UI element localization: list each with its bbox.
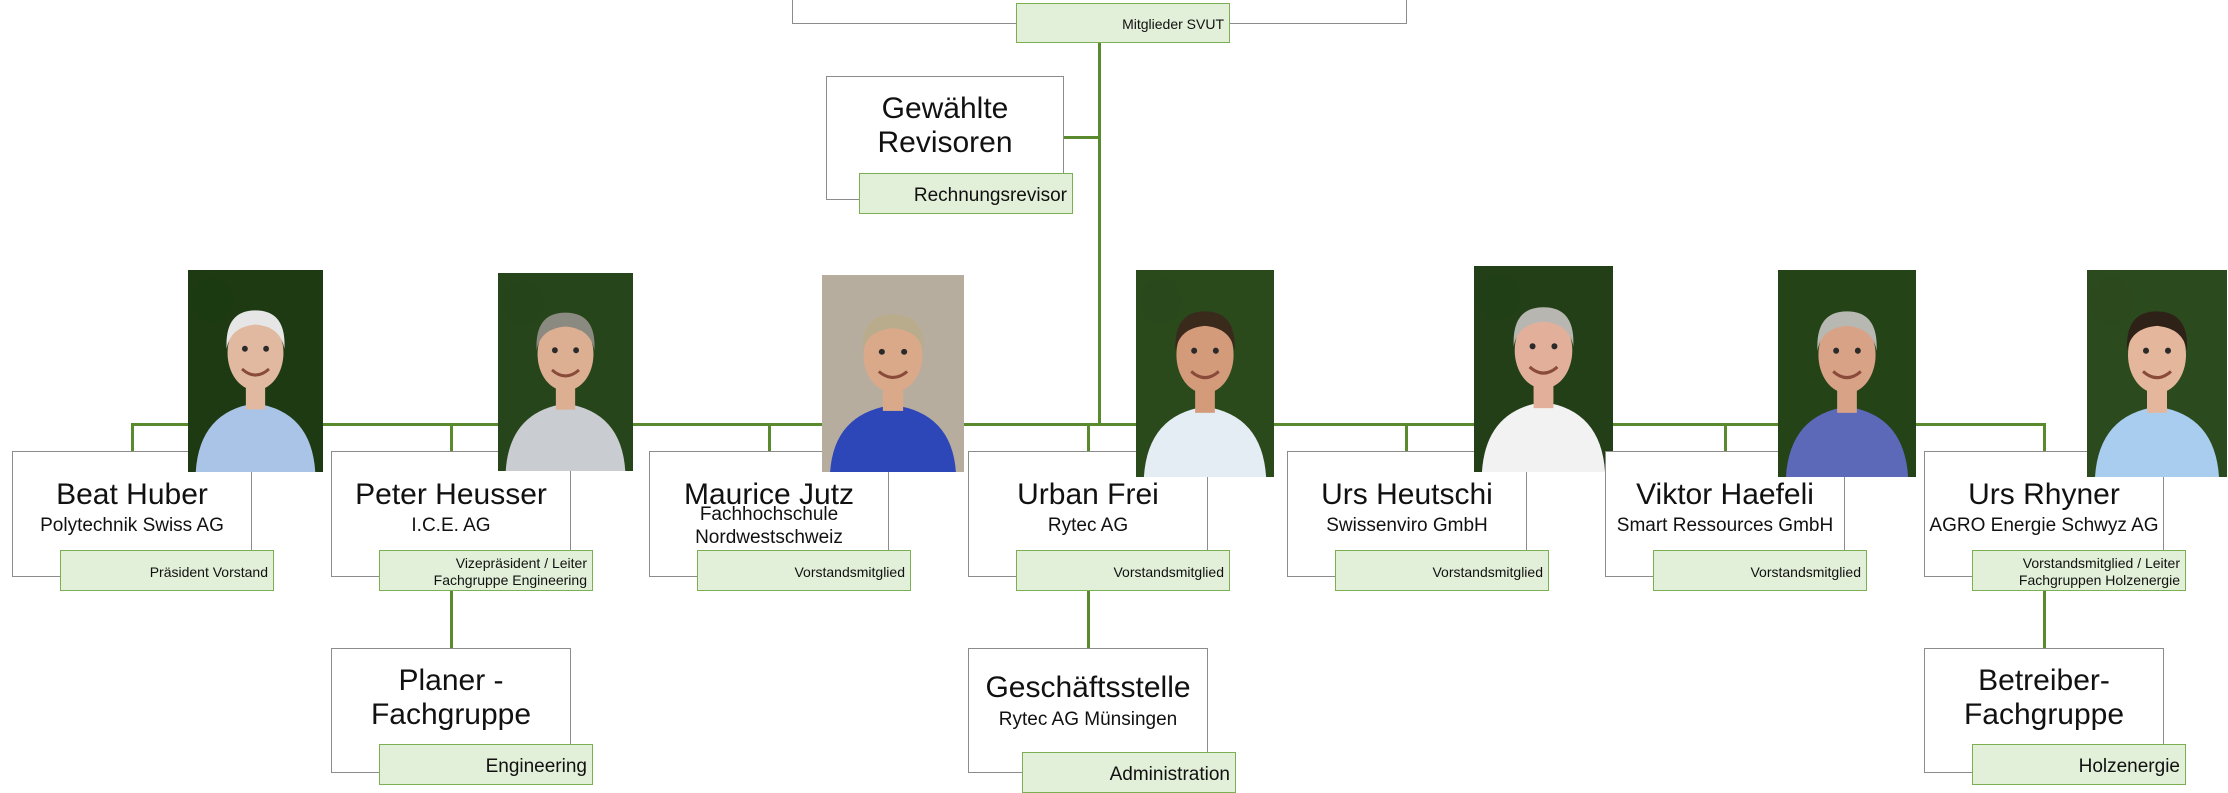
photo-hair [1817,311,1877,351]
member-photo [498,273,633,471]
top-role-label: Mitglieder SVUT [1016,3,1230,43]
planer-role-label: Engineering [379,744,593,785]
photo-eye-right [263,345,269,352]
photo-eye-left [1529,343,1536,350]
connector-drop-3 [768,423,771,451]
planer-title: Planer - Fachgruppe [370,664,532,731]
member-photo [1778,270,1916,477]
photo-eye-left [242,345,248,352]
photo-shirt [1785,406,1909,477]
photo-face [1818,316,1876,394]
connector-drop-4 [1087,423,1090,451]
member-role-label: Vorstandsmitglied [1016,550,1230,591]
connector-drop-7 [2043,423,2046,451]
member-organisation: Fachhochschule Nordwestschweiz [695,504,843,548]
photo-face [863,319,923,393]
member-role-label: Präsident Vorstand [60,550,274,591]
photo-hair [226,310,285,349]
connector-revisoren [1064,136,1100,139]
photo-smile [1528,365,1559,375]
revisoren-role-label: Rechnungsrevisor [859,173,1073,214]
photo-shirt [2095,406,2219,477]
photo-shirt [830,405,956,472]
photo-eye-left [878,348,885,355]
revisoren-title: Gewählte Revisoren [877,92,1013,159]
photo-neck [1533,381,1554,409]
photo-face [227,315,284,391]
photo-face [1176,316,1234,394]
betreiber-role-label: Holzenergie [1972,744,2186,785]
photo-eye-right [1854,347,1861,354]
connector-geschaeftsstelle [1087,590,1090,648]
photo-eye-right [1212,347,1219,354]
photo-hair [2126,311,2188,351]
geschaeftsstelle-role-label: Administration [1022,752,1236,793]
photo-neck [1837,385,1857,413]
photo-eye-left [1191,347,1198,354]
photo-neck [2147,385,2167,413]
photo-hair [1513,307,1574,347]
photo-eye-left [552,347,558,354]
photo-neck [1195,385,1215,413]
member-name: Urs Rhyner [1968,478,2120,511]
member-photo [1136,270,1274,477]
member-role-label: Vizepräsident / Leiter Fachgruppe Engine… [379,550,593,591]
member-photo [2087,270,2227,477]
connector-planer [450,590,453,648]
member-organisation: Swissenviro GmbH [1326,515,1488,536]
member-name: Beat Huber [56,478,208,511]
photo-shirt [195,403,316,472]
photo-hair [862,314,924,352]
photo-eye-right [573,347,579,354]
member-organisation: Smart Ressources GmbH [1616,515,1834,536]
photo-neck [882,385,904,411]
photo-shirt [1481,401,1606,472]
photo-shirt [505,403,626,471]
member-name: Viktor Haefeli [1636,478,1814,511]
member-photo [822,275,964,472]
betreiber-title: Betreiber- Fachgruppe [1963,664,2125,731]
member-role-label: Vorstandsmitglied [1335,550,1549,591]
connector-drop-6 [1724,423,1727,451]
member-organisation: Polytechnik Swiss AG [40,515,224,536]
photo-face [537,317,594,391]
photo-smile [877,370,909,379]
photo-face [1514,312,1573,389]
geschaeftsstelle-org: Rytec AG Münsingen [998,709,1178,730]
photo-eye-right [2165,347,2171,354]
photo-eye-left [1833,347,1840,354]
member-role-label: Vorstandsmitglied / Leiter Fachgruppen H… [1972,550,2186,591]
photo-hair [1175,311,1235,351]
photo-eye-right [901,348,908,355]
member-name: Urban Frei [1017,478,1159,511]
photo-smile [241,367,270,377]
member-name: Urs Heutschi [1321,478,1493,511]
member-name: Maurice Jutz [683,478,855,511]
member-organisation: I.C.E. AG [411,515,491,536]
photo-smile [1832,370,1862,380]
connector-top-vertical [1098,42,1101,426]
member-photo [188,270,323,472]
photo-neck [245,383,266,410]
photo-hair [536,312,595,351]
photo-neck [555,383,576,410]
connector-drop-1 [131,423,134,451]
member-photo [1474,266,1613,472]
member-role-label: Vorstandsmitglied [1653,550,1867,591]
geschaeftsstelle-title: Geschäftsstelle [985,671,1191,704]
photo-smile [1190,370,1220,380]
member-name: Peter Heusser [355,478,547,511]
member-organisation: Rytec AG [1047,515,1129,536]
connector-drop-5 [1405,423,1408,451]
photo-eye-right [1551,343,1558,350]
photo-face [2128,316,2186,394]
photo-eye-left [2143,347,2149,354]
connector-betreiber [2043,590,2046,648]
connector-drop-2 [450,423,453,451]
member-organisation: AGRO Energie Schwyz AG [1929,515,2159,536]
photo-shirt [1143,406,1267,477]
member-role-label: Vorstandsmitglied [697,550,911,591]
photo-smile [2142,370,2172,380]
photo-smile [551,368,580,378]
